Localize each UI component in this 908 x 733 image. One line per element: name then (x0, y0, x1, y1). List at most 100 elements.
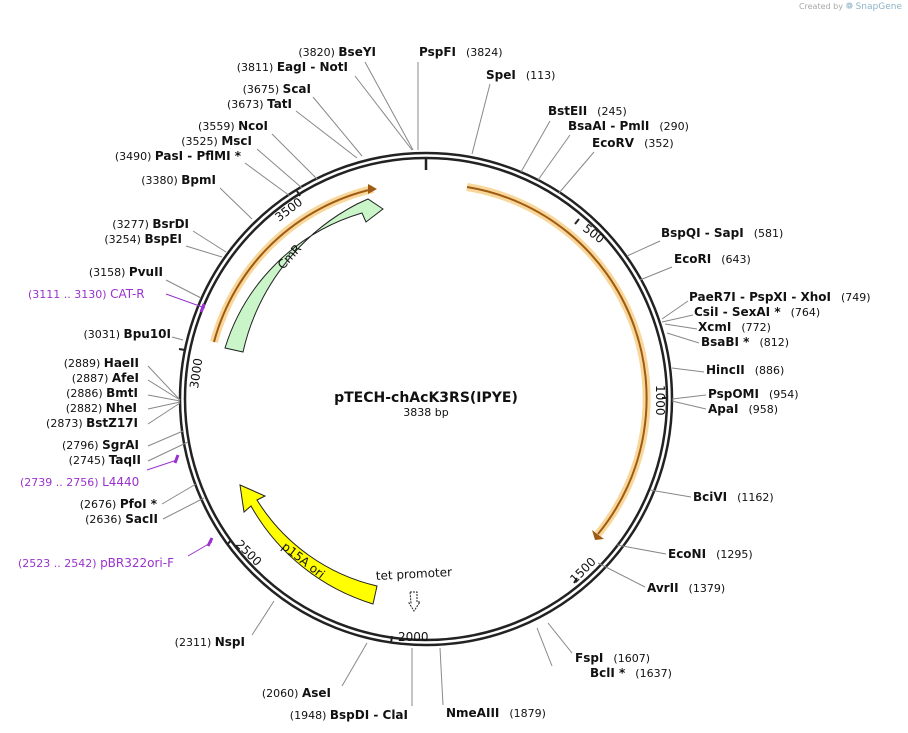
cut-line-nhei (147, 401, 181, 410)
enzyme-name-nmeaiii: NmeAIII (446, 706, 499, 720)
enzyme-position-ecorv: (352) (644, 137, 674, 150)
primer-marks (146, 293, 214, 557)
enzyme-name-bpu10i: Bpu10I (124, 327, 171, 341)
enzyme-name-sgrai: SgrAI (102, 438, 139, 452)
enzyme-name-bmti: BmtI (106, 386, 138, 400)
enzyme-label-bcivi: BciVI(1162) (693, 490, 774, 504)
cut-line-paer7i (661, 300, 689, 320)
tick-label-3000: 3000 (187, 357, 205, 389)
enzyme-position-bstz17i: (2873) (46, 417, 86, 430)
cut-line-econi (616, 544, 667, 555)
enzyme-position-xcmi: (772) (741, 321, 771, 334)
cut-line-sgrai (147, 430, 184, 447)
enzyme-position-pasi: (3490) (115, 150, 155, 163)
enzyme-label-bspei: (3254) BspEI (104, 232, 182, 246)
enzyme-label-bpmi: (3380) BpmI (141, 173, 216, 187)
p15a-ori-label: p15A ori (279, 539, 327, 581)
enzyme-position-bpu10i: (3031) (83, 328, 123, 341)
enzyme-position-econi: (1295) (716, 548, 753, 561)
enzyme-position-asei: (2060) (262, 687, 302, 700)
enzyme-label-scai: (3675) ScaI (243, 82, 311, 96)
cut-line-nspi (251, 600, 275, 636)
enzyme-position-bmti: (2886) (66, 387, 106, 400)
tick-mark-500 (574, 218, 580, 225)
enzyme-name-pspomi: PspOMI (708, 387, 759, 401)
enzyme-position-bspqi: (581) (754, 227, 784, 240)
enzyme-label-eagi: (3811) EagI - NotI (237, 60, 348, 74)
enzyme-name-nhei: NheI (106, 401, 137, 415)
cut-line-bpmi (219, 187, 253, 220)
credit-prefix: Created by (798, 2, 843, 11)
cut-line-asei (341, 642, 368, 687)
enzyme-label-nmeaiii: NmeAIII (1879) (446, 706, 546, 720)
cut-line-pfoi (161, 483, 197, 505)
cut-line-taqii (147, 441, 189, 462)
enzyme-position-fspi: (1607) (613, 652, 650, 665)
enzyme-label-bsaai: BsaAI - PmlI(290) (568, 119, 689, 133)
enzyme-label-bsteii: BstEII(245) (548, 104, 627, 118)
enzyme-position-msci: (3525) (181, 135, 221, 148)
enzyme-label-bsrdi: (3277) BsrDI (112, 217, 189, 231)
cut-line-pasi (244, 162, 291, 197)
tick-label-2000: 2000 (398, 630, 429, 644)
primer-line-l4440 (146, 459, 178, 471)
enzyme-label-nspi: (2311) NspI (175, 635, 245, 649)
enzyme-position-bsabi: (812) (759, 336, 789, 349)
enzyme-label-taqii: (2745) TaqII (69, 453, 141, 467)
enzyme-label-ecori: EcoRI(643) (674, 252, 751, 266)
enzyme-position-apai: (958) (748, 403, 778, 416)
cut-line-eagi (354, 75, 413, 151)
enzyme-position-hincii: (886) (755, 364, 785, 377)
cut-line-bcivi (649, 489, 692, 498)
enzyme-label-sgrai: (2796) SgrAI (62, 438, 139, 452)
enzyme-name-ecori: EcoRI (674, 252, 711, 266)
enzyme-label-pspfi: PspFI(3824) (419, 45, 503, 59)
enzyme-name-msci: MscI (221, 134, 252, 148)
cut-line-bpu10i (171, 336, 184, 341)
enzyme-label-bspdi: (1948) BspDI - ClaI (290, 708, 408, 722)
snapgene-credit: Created by ❁ SnapGene (799, 2, 902, 12)
enzyme-name-bstz17i: BstZ17I (86, 416, 138, 430)
enzyme-name-pspxi: - PspXI (736, 290, 787, 304)
cut-line-fspi (547, 622, 573, 654)
enzyme-position-nhei: (2882) (66, 402, 106, 415)
enzyme-name-ecorv: EcoRV (592, 136, 635, 150)
enzyme-name-taqii: TaqII (109, 453, 141, 467)
enzyme-name-noti: - NotI (306, 60, 348, 74)
features: CmR p15A ori tet promoter (210, 183, 651, 612)
enzyme-name-haeii: HaeII (104, 356, 139, 370)
enzyme-name-afei: AfeI (112, 371, 139, 385)
cut-line-haeii (147, 365, 181, 401)
plasmid-name: pTECH-chAcK3RS(IPYE) (334, 390, 518, 406)
p15a-ori-arrow (239, 484, 378, 605)
enzyme-label-pasi: (3490) PasI - PflMI * (115, 149, 242, 163)
enzyme-position-eagi: (3811) (237, 61, 277, 74)
snapgene-logo-icon: ❁ (845, 2, 854, 12)
enzyme-position-pfoi: (2676) (80, 498, 120, 511)
plasmid-size: 3838 bp (403, 406, 448, 419)
primer-label-cat-r: (3111 .. 3130) CAT-R (28, 287, 145, 301)
credit-brand: SnapGene (855, 2, 902, 12)
enzyme-name-sapi: - SapI (701, 226, 744, 240)
enzyme-position-bspdi: (1948) (290, 709, 330, 722)
enzyme-position-spei: (113) (526, 69, 556, 82)
tick-mark-2500 (226, 539, 232, 546)
cut-line-msci (256, 148, 303, 189)
primer-mark-pbr322ori-f (206, 537, 214, 547)
tick-mark-1500 (573, 577, 578, 584)
enzyme-position-haeii: (2889) (64, 357, 104, 370)
enzyme-label-bspqi: BspQI - SapI (581) (661, 226, 783, 240)
enzyme-label-bmti: (2886) BmtI (66, 386, 138, 400)
enzyme-name-ncoi: NcoI (238, 119, 268, 133)
enzyme-position-sgrai: (2796) (62, 439, 102, 452)
enzyme-position-bseyi: (3820) (298, 46, 338, 59)
primer-range-l4440: (2739 .. 2756) (20, 476, 102, 489)
primer-name-l4440: L4440 (102, 475, 139, 489)
enzyme-name-sexai: - SexAI * (719, 305, 782, 319)
cut-line-xcmi (664, 323, 698, 330)
enzyme-position-ncoi: (3559) (198, 120, 238, 133)
enzyme-position-nmeaiii: (1879) (509, 707, 546, 720)
enzyme-name-apai: ApaI (708, 402, 738, 416)
enzyme-name-bspqi: BspQI (661, 226, 701, 240)
cut-line-ecorv (558, 151, 595, 194)
